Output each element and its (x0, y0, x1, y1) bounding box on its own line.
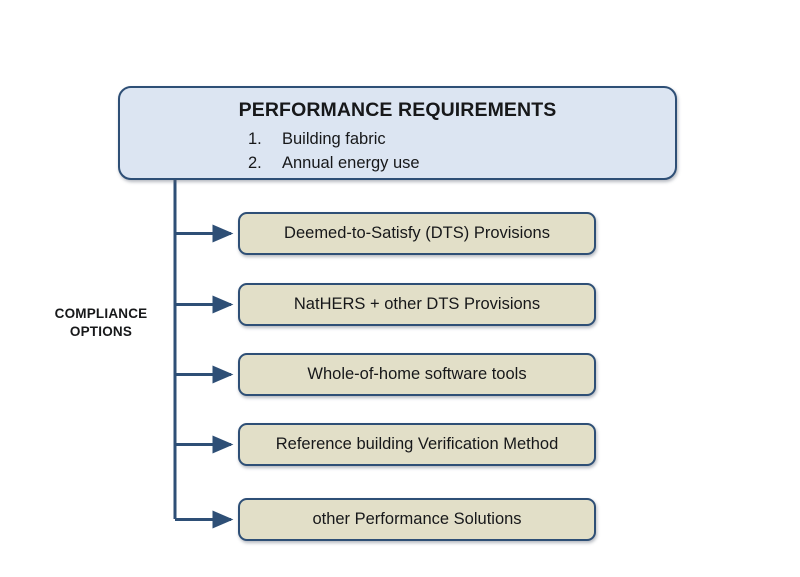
option-label: NatHERS + other DTS Provisions (293, 295, 541, 314)
requirement-label: Building fabric (282, 130, 386, 149)
requirement-number: 1. (248, 130, 262, 149)
requirement-label: Annual energy use (282, 153, 420, 172)
requirements-list: 1. Building fabric 2. Annual energy use (120, 128, 675, 175)
compliance-options-label: COMPLIANCE OPTIONS (26, 305, 176, 341)
header-title: PERFORMANCE REQUIREMENTS (238, 99, 557, 121)
option-node-whole-of-home: Whole-of-home software tools (238, 353, 596, 396)
performance-requirements-node: PERFORMANCE REQUIREMENTS 1. Building fab… (118, 86, 677, 180)
option-label: Reference building Verification Method (275, 435, 559, 454)
compliance-options-label-line2: OPTIONS (69, 324, 133, 340)
option-label: Whole-of-home software tools (307, 365, 527, 384)
requirement-number: 2. (248, 153, 262, 172)
option-node-nathers: NatHERS + other DTS Provisions (238, 283, 596, 326)
compliance-options-label-line1: COMPLIANCE (54, 306, 148, 321)
option-node-other-performance-solutions: other Performance Solutions (238, 498, 596, 541)
option-label: Deemed-to-Satisfy (DTS) Provisions (284, 224, 550, 243)
option-node-deemed-to-satisfy: Deemed-to-Satisfy (DTS) Provisions (238, 212, 596, 255)
requirement-item: 2. Annual energy use (120, 152, 675, 175)
requirement-item: 1. Building fabric (120, 128, 675, 151)
option-node-reference-building: Reference building Verification Method (238, 423, 596, 466)
option-label: other Performance Solutions (312, 510, 522, 529)
